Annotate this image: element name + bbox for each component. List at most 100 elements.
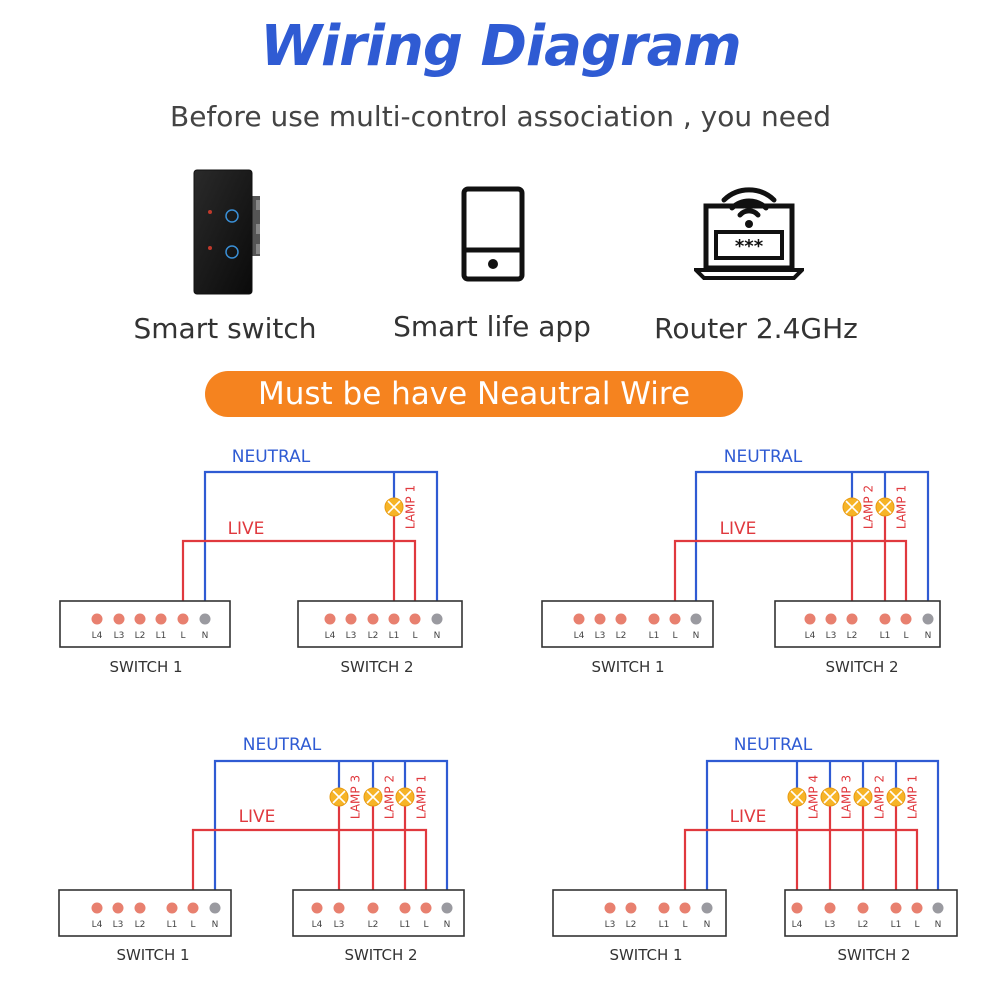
diagram-4-switch2-terminal-l: [911, 902, 923, 914]
diagram-4-switch1-terminal-label-l: L: [682, 920, 687, 930]
diagram-4-switch2-box: [784, 889, 958, 937]
requirement-app-label: Smart life app: [393, 310, 591, 343]
diagram-4-switch1-terminal-n: [701, 902, 713, 914]
diagram-1-switch2-terminal-l4: [324, 613, 336, 625]
diagram-2-switch2-terminal-label-l4: L4: [805, 631, 816, 641]
diagram-4-lamp-3: [853, 787, 873, 807]
diagram-3-switch1-terminal-label-n: N: [212, 920, 219, 930]
diagram-3-switch1-terminal-n: [209, 902, 221, 914]
diagram-4-switch1-label: SWITCH 1: [609, 946, 682, 964]
diagram-4-switch2-terminal-label-l2: L2: [858, 920, 869, 930]
diagram-3-switch1-terminal-l2: [134, 902, 146, 914]
diagram-3-switch2-terminal-l4: [311, 902, 323, 914]
diagram-3-lamp-3: [395, 787, 415, 807]
diagram-3-lamp-label-1: LAMP 3: [349, 775, 363, 819]
diagram-1-switch2-terminal-l3: [345, 613, 357, 625]
diagram-2-switch2-terminal-l2: [846, 613, 858, 625]
diagram-4-lamp-2: [820, 787, 840, 807]
diagram-2-switch1-terminal-n: [690, 613, 702, 625]
diagram-2-switch1-terminal-l2: [615, 613, 627, 625]
diagram-3-switch1-label: SWITCH 1: [116, 946, 189, 964]
page-title: Wiring Diagram: [260, 14, 742, 79]
svg-text:***: ***: [735, 236, 764, 257]
diagram-4-switch2-terminal-l4: [791, 902, 803, 914]
diagram-2-lamp-1: [842, 497, 862, 517]
diagram-3-switch1-terminal-l1: [166, 902, 178, 914]
diagram-1-switch1-label: SWITCH 1: [109, 658, 182, 676]
diagram-2-switch2-terminal-l: [900, 613, 912, 625]
diagram-2-switch2-terminal-label-l3: L3: [826, 631, 837, 641]
diagram-3-switch2-label: SWITCH 2: [344, 946, 417, 964]
diagram-4-switch2-terminal-label-l1: L1: [891, 920, 902, 930]
diagram-1-switch2-terminal-label-l2: L2: [368, 631, 379, 641]
diagram-3-switch2-terminal-label-l3: L3: [334, 920, 345, 930]
diagram-4-switch1-terminal-l: [679, 902, 691, 914]
diagram-3-switch1-terminal-label-l: L: [190, 920, 195, 930]
diagram-4-switch2-terminal-n: [932, 902, 944, 914]
diagram-4-switch1-terminal-label-l3: L3: [605, 920, 616, 930]
diagram-2-switch1-terminal-label-n: N: [693, 631, 700, 641]
diagram-3-switch2-box: [292, 889, 465, 937]
diagram-4-switch1-terminal-label-n: N: [704, 920, 711, 930]
diagram-1-switch1-terminal-l4: [91, 613, 103, 625]
diagram-4-switch1-terminal-l2: [625, 902, 637, 914]
diagram-4-switch1-box: [552, 889, 727, 937]
diagram-3-neutral-label: NEUTRAL: [243, 735, 322, 755]
diagram-1-switch2-label: SWITCH 2: [340, 658, 413, 676]
diagram-4-lamp-2-cross: [823, 790, 837, 804]
page-subtitle: Before use multi-control association , y…: [170, 100, 831, 133]
neutral-wire-banner: Must be have Neautral Wire: [205, 371, 743, 417]
diagram-2-lamp-label-2: LAMP 1: [895, 485, 909, 529]
diagram-2-switch2-terminal-label-l: L: [903, 631, 908, 641]
diagram-1-switch2-terminal-label-l4: L4: [325, 631, 336, 641]
diagram-4-switch1-terminal-l1: [658, 902, 670, 914]
router-icon: ***: [691, 170, 807, 282]
diagram-4-lamp-label-2: LAMP 3: [840, 775, 854, 819]
diagram-3-switch1-box: [58, 889, 232, 937]
diagram-2-switch1-terminal-label-l2: L2: [616, 631, 627, 641]
diagram-2-switch1-terminal-l3: [594, 613, 606, 625]
diagram-3-lamp-label-3: LAMP 1: [415, 775, 429, 819]
diagram-4-lamp-label-4: LAMP 1: [906, 775, 920, 819]
diagram-1-switch1-terminal-n: [199, 613, 211, 625]
diagram-3-switch2-terminal-l1: [399, 902, 411, 914]
diagram-4-switch1-terminal-label-l1: L1: [659, 920, 670, 930]
diagram-2-switch1-terminal-label-l: L: [672, 631, 677, 641]
diagram-2-lamp-2-cross: [878, 500, 892, 514]
diagram-2-switch2-terminal-label-n: N: [925, 631, 932, 641]
diagram-2-switch2-terminal-label-l1: L1: [880, 631, 891, 641]
diagram-2-switch1-label: SWITCH 1: [591, 658, 664, 676]
diagram-3-live-wire: [191, 828, 428, 908]
diagram-4-lamp-4: [886, 787, 906, 807]
diagram-2-live-label: LIVE: [720, 519, 757, 539]
diagram-2-switch1-terminal-l1: [648, 613, 660, 625]
diagram-4-lamp-label-1: LAMP 4: [807, 775, 821, 819]
diagram-1-switch2-terminal-label-l3: L3: [346, 631, 357, 641]
diagram-4-lamp-1: [787, 787, 807, 807]
diagram-3-switch2-terminal-label-n: N: [444, 920, 451, 930]
diagram-4-lamp-1-cross: [790, 790, 804, 804]
diagram-3-lamp-2-cross: [366, 790, 380, 804]
diagram-3-switch2-terminal-n: [441, 902, 453, 914]
diagram-1-switch1-terminal-label-n: N: [202, 631, 209, 641]
diagram-2-lamp-2: [875, 497, 895, 517]
diagram-3-lamp-1-cross: [332, 790, 346, 804]
diagram-3-switch1-terminal-label-l2: L2: [135, 920, 146, 930]
diagram-4-switch2-label: SWITCH 2: [837, 946, 910, 964]
diagram-1-switch1-terminal-l2: [134, 613, 146, 625]
diagram-4-neutral-label: NEUTRAL: [734, 735, 813, 755]
diagram-1-switch1-terminal-l1: [155, 613, 167, 625]
diagram-4-lamp-label-3: LAMP 2: [873, 775, 887, 819]
diagram-3-lamp-2: [363, 787, 383, 807]
diagram-2-switch2-terminal-l4: [804, 613, 816, 625]
diagram-3-lamp-1: [329, 787, 349, 807]
diagram-3-switch2-terminal-label-l1: L1: [400, 920, 411, 930]
diagram-1-switch1-terminal-l3: [113, 613, 125, 625]
diagram-3-switch2-terminal-label-l2: L2: [368, 920, 379, 930]
diagram-3-switch1-terminal-l4: [91, 902, 103, 914]
diagram-2-switch1-terminal-l4: [573, 613, 585, 625]
diagram-4-live-label: LIVE: [730, 807, 767, 827]
diagram-1-switch1-terminal-l: [177, 613, 189, 625]
diagram-4-switch2-terminal-label-l4: L4: [792, 920, 803, 930]
